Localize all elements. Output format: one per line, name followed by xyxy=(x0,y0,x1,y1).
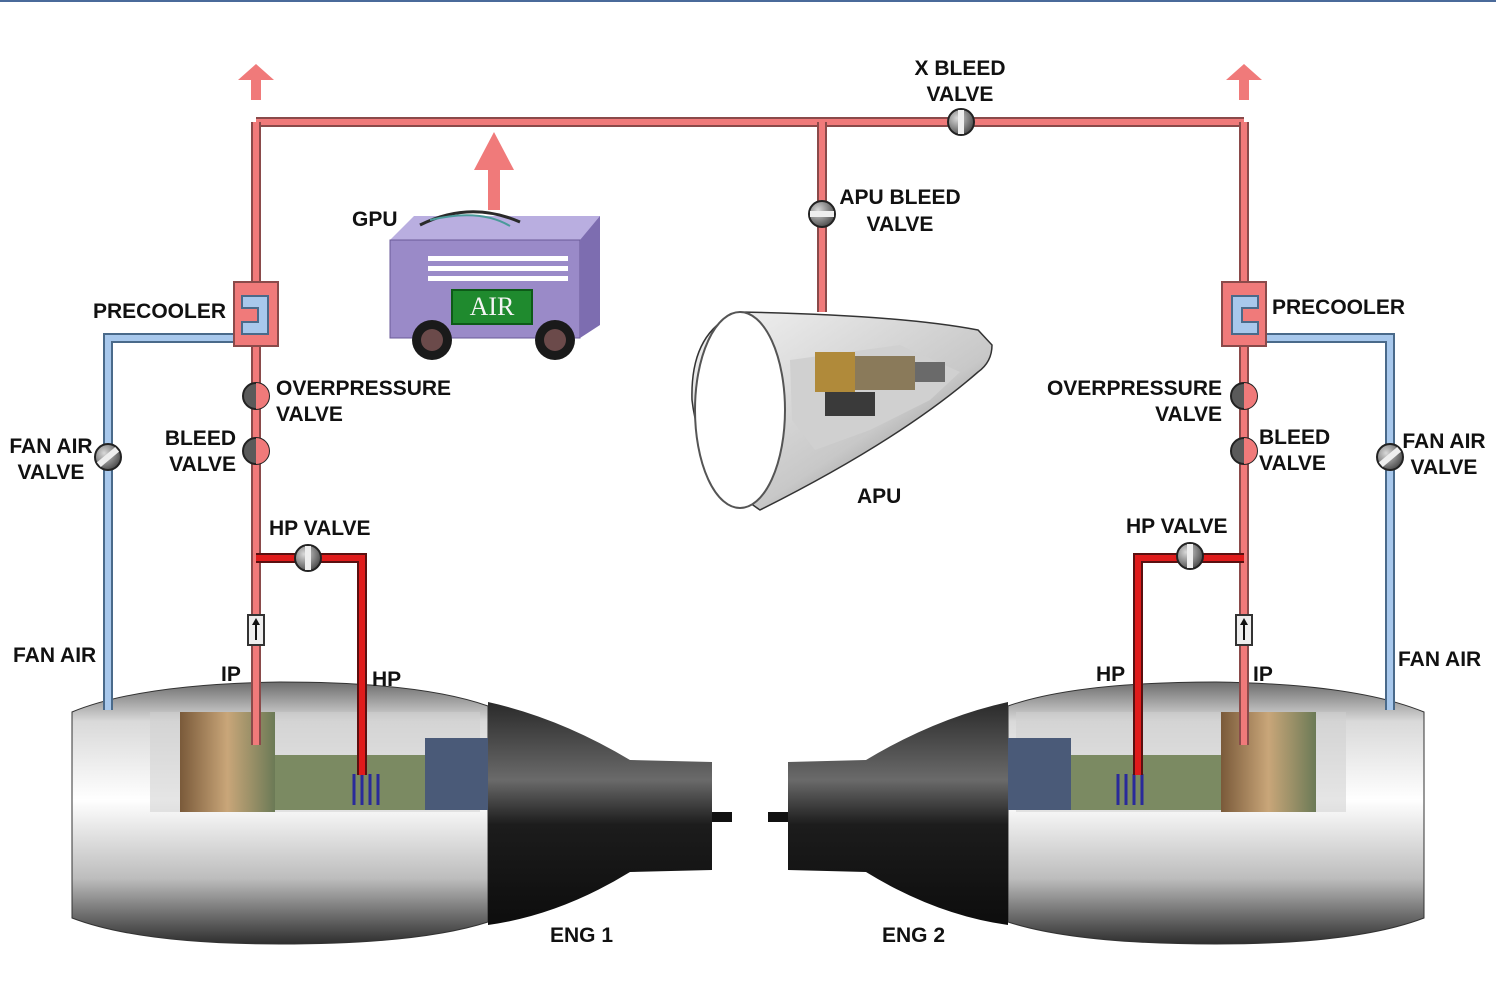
right-fan-air-valve-label-line1: FAN AIR xyxy=(1402,430,1485,453)
right-fan-air-valve-label-line2: VALVE xyxy=(1411,456,1478,479)
left-hp-label: HP xyxy=(372,668,401,691)
left-bleed-valve-label-line1: BLEED xyxy=(165,427,236,450)
apu-label: APU xyxy=(857,485,901,508)
engine-1-compressor xyxy=(275,755,425,810)
left-ip-check-valve xyxy=(248,615,264,645)
right-ip-check-valve xyxy=(1236,615,1252,645)
engine-2-tailcone xyxy=(768,812,788,822)
right-outlet-arrow xyxy=(1226,64,1262,100)
right-hp-label: HP xyxy=(1096,663,1125,686)
apu-bleed-valve-icon[interactable] xyxy=(809,201,835,227)
right-fan-air-valve-icon[interactable] xyxy=(1377,444,1403,470)
left-bleed-valve-label-line2: VALVE xyxy=(169,453,236,476)
engine-2-compressor xyxy=(1071,755,1221,810)
right-hp-valve-label: HP VALVE xyxy=(1126,515,1228,538)
x-bleed-valve-icon[interactable] xyxy=(948,109,974,135)
gpu-outlet-arrow xyxy=(474,132,514,210)
left-hp-valve-icon[interactable] xyxy=(295,545,321,571)
gpu-cart: AIR xyxy=(390,212,600,360)
left-overpressure-valve-label-line1: OVERPRESSURE xyxy=(276,377,451,400)
engine-2: ENG 2 xyxy=(768,682,1424,947)
engine-2-label: ENG 2 xyxy=(882,924,945,947)
apu-bleed-valve-label-line1: APU BLEED xyxy=(839,186,960,209)
engine-1-nozzle xyxy=(488,702,712,925)
apu-bleed-valve-label-line2: VALVE xyxy=(867,213,934,236)
left-outlet-arrow xyxy=(238,64,274,100)
left-ip-label: IP xyxy=(221,663,241,686)
engine-1-turbine xyxy=(425,738,488,810)
right-overpressure-valve-icon[interactable] xyxy=(1231,383,1257,409)
right-overpressure-valve-label-line2: VALVE xyxy=(1155,403,1222,426)
engine-2-fan-section xyxy=(1221,712,1316,812)
engine-1-tailcone xyxy=(712,812,732,822)
right-ip-label: IP xyxy=(1253,663,1273,686)
left-precooler-label: PRECOOLER xyxy=(93,300,226,323)
right-bleed-valve-label-line2: VALVE xyxy=(1259,452,1326,475)
right-overpressure-valve-label-line1: OVERPRESSURE xyxy=(1047,377,1222,400)
left-fan-air-valve-label-line2: VALVE xyxy=(18,461,85,484)
right-precooler-label: PRECOOLER xyxy=(1272,296,1405,319)
left-fan-air-label: FAN AIR xyxy=(13,644,96,667)
gpu-label: GPU xyxy=(352,208,398,231)
apu-unit xyxy=(692,312,992,510)
engine-1: ENG 1 xyxy=(72,682,732,947)
engine-2-turbine xyxy=(1008,738,1071,810)
right-bleed-valve-icon[interactable] xyxy=(1231,438,1257,464)
engine-2-nozzle xyxy=(788,702,1008,925)
left-hp-valve-label: HP VALVE xyxy=(269,517,371,540)
x-bleed-valve-label-line1: X BLEED xyxy=(914,57,1005,80)
right-precooler xyxy=(1222,282,1266,346)
right-bleed-valve-label-line1: BLEED xyxy=(1259,426,1330,449)
engine-1-label: ENG 1 xyxy=(550,924,613,947)
x-bleed-valve-label-line2: VALVE xyxy=(927,83,994,106)
left-overpressure-valve-icon[interactable] xyxy=(243,383,269,409)
right-fan-air-label: FAN AIR xyxy=(1398,648,1481,671)
left-fan-air-duct xyxy=(108,338,245,710)
left-fan-air-valve-icon[interactable] xyxy=(95,444,121,470)
top-border xyxy=(0,0,1496,2)
left-overpressure-valve-label-line2: VALVE xyxy=(276,403,343,426)
gpu-air-sign: AIR xyxy=(470,292,515,321)
left-bleed-valve-icon[interactable] xyxy=(243,438,269,464)
right-hp-valve-icon[interactable] xyxy=(1177,543,1203,569)
right-fan-air-duct xyxy=(1255,338,1390,710)
left-fan-air-valve-label-line1: FAN AIR xyxy=(9,435,92,458)
left-precooler xyxy=(234,282,278,346)
